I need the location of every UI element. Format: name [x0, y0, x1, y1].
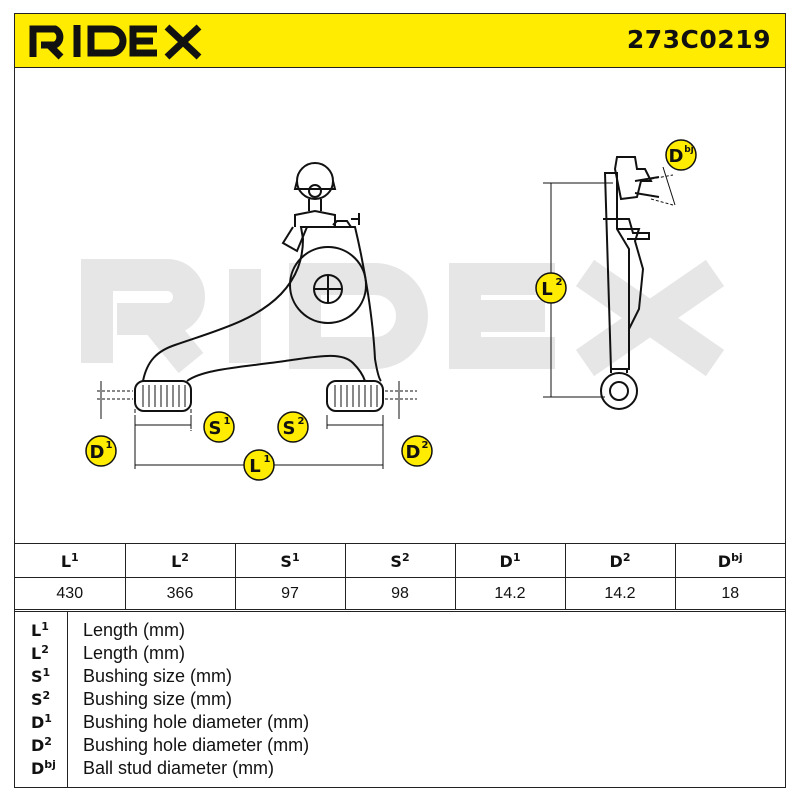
product-sheet: 273C0219 — [14, 13, 786, 788]
table-header: S1 — [234, 543, 346, 578]
legend-description: Bushing size (mm) — [83, 666, 233, 686]
control-arm-side-view — [600, 156, 660, 410]
legend-item: Dbj Ball stud diameter (mm) — [15, 758, 785, 780]
legend-symbol: L2 — [31, 643, 49, 663]
table-cell: 366 — [124, 577, 236, 610]
table-cell: 430 — [15, 577, 126, 610]
table-cell: 97 — [234, 577, 346, 610]
legend-symbol: Dbj — [31, 758, 56, 778]
control-arm-front-view — [134, 162, 384, 412]
table-header: D2 — [564, 543, 676, 578]
svg-text:D: D — [669, 146, 684, 167]
callout-S1: S 1 — [203, 411, 235, 443]
legend-description: Length (mm) — [83, 643, 186, 663]
svg-text:S: S — [283, 418, 296, 439]
legend: L1 Length (mm) L2 Length (mm) S1 Bushing… — [15, 611, 785, 788]
table-header: L2 — [124, 543, 236, 578]
part-number: 273C0219 — [626, 25, 771, 54]
legend-description: Bushing size (mm) — [83, 689, 233, 709]
technical-drawing: L 1 S 1 S 2 D 1 D 2 L 2 D — [81, 139, 725, 481]
callout-Dbj: D bj — [665, 139, 697, 171]
table-cell: 14.2 — [564, 577, 676, 610]
legend-description: Length (mm) — [83, 620, 186, 640]
svg-text:D: D — [90, 442, 105, 463]
svg-text:S: S — [209, 418, 222, 439]
dimension-lines-front — [97, 381, 417, 469]
callout-D2: D 2 — [401, 435, 433, 467]
table-cell: 14.2 — [454, 577, 566, 610]
legend-symbol: D2 — [31, 735, 52, 755]
table-header: S2 — [344, 543, 456, 578]
callout-L1: L 1 — [243, 449, 275, 481]
table-header: L1 — [15, 543, 126, 578]
svg-text:L: L — [541, 279, 552, 300]
svg-text:2: 2 — [422, 440, 429, 451]
ridex-logo — [29, 24, 202, 60]
svg-text:1: 1 — [264, 454, 271, 465]
legend-description: Bushing hole diameter (mm) — [83, 735, 310, 755]
legend-description: Bushing hole diameter (mm) — [83, 712, 310, 732]
svg-text:D: D — [406, 442, 421, 463]
dimensions-table: L1 L2 S1 S2 D1 D2 Dbj 430 366 97 98 14.2… — [15, 543, 785, 610]
svg-text:1: 1 — [106, 440, 113, 451]
callout-D1: D 1 — [85, 435, 117, 467]
callout-S2: S 2 — [277, 411, 309, 443]
table-header: D1 — [454, 543, 566, 578]
svg-text:bj: bj — [684, 145, 694, 155]
svg-text:2: 2 — [298, 416, 305, 427]
table-cell: 18 — [674, 577, 785, 610]
table-header: Dbj — [674, 543, 785, 578]
legend-item: D2 Bushing hole diameter (mm) — [15, 735, 785, 757]
legend-item: S2 Bushing size (mm) — [15, 689, 785, 711]
legend-description: Ball stud diameter (mm) — [83, 758, 275, 778]
legend-item: L2 Length (mm) — [15, 643, 785, 665]
svg-text:2: 2 — [556, 277, 563, 288]
legend-item: D1 Bushing hole diameter (mm) — [15, 712, 785, 734]
table-cell: 98 — [344, 577, 456, 610]
ridex-watermark — [81, 259, 725, 377]
legend-item: S1 Bushing size (mm) — [15, 666, 785, 688]
callout-L2: L 2 — [535, 272, 567, 304]
header-bar: 273C0219 — [15, 14, 785, 68]
table-row: 430 366 97 98 14.2 14.2 18 — [15, 577, 785, 610]
legend-symbol: D1 — [31, 712, 52, 732]
legend-symbol: S2 — [31, 689, 51, 709]
legend-item: L1 Length (mm) — [15, 620, 785, 642]
legend-symbol: S1 — [31, 666, 51, 686]
legend-divider — [67, 612, 68, 788]
svg-text:1: 1 — [224, 416, 231, 427]
svg-text:L: L — [249, 456, 260, 477]
table-header-row: L1 L2 S1 S2 D1 D2 Dbj — [15, 543, 785, 578]
legend-symbol: L1 — [31, 620, 49, 640]
